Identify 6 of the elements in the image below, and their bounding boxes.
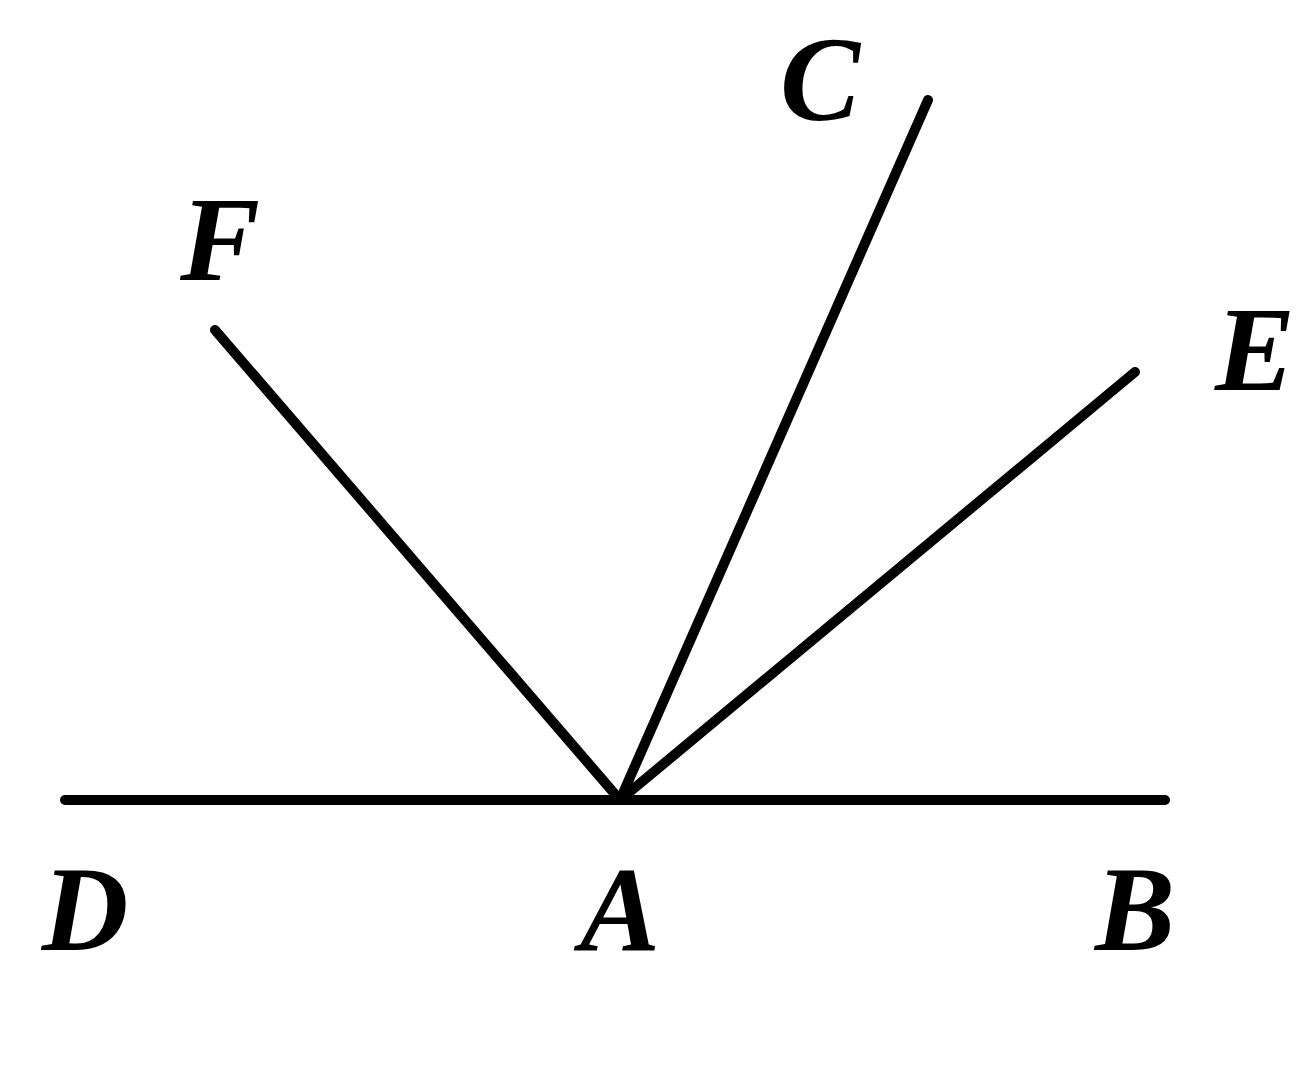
point-label: D: [20, 800, 150, 970]
point-label: A: [560, 800, 680, 970]
point-label: C: [780, 20, 935, 150]
point-label: F: [135, 180, 305, 330]
point-label: B: [1060, 800, 1210, 970]
point-label: E: [1135, 280, 1295, 420]
